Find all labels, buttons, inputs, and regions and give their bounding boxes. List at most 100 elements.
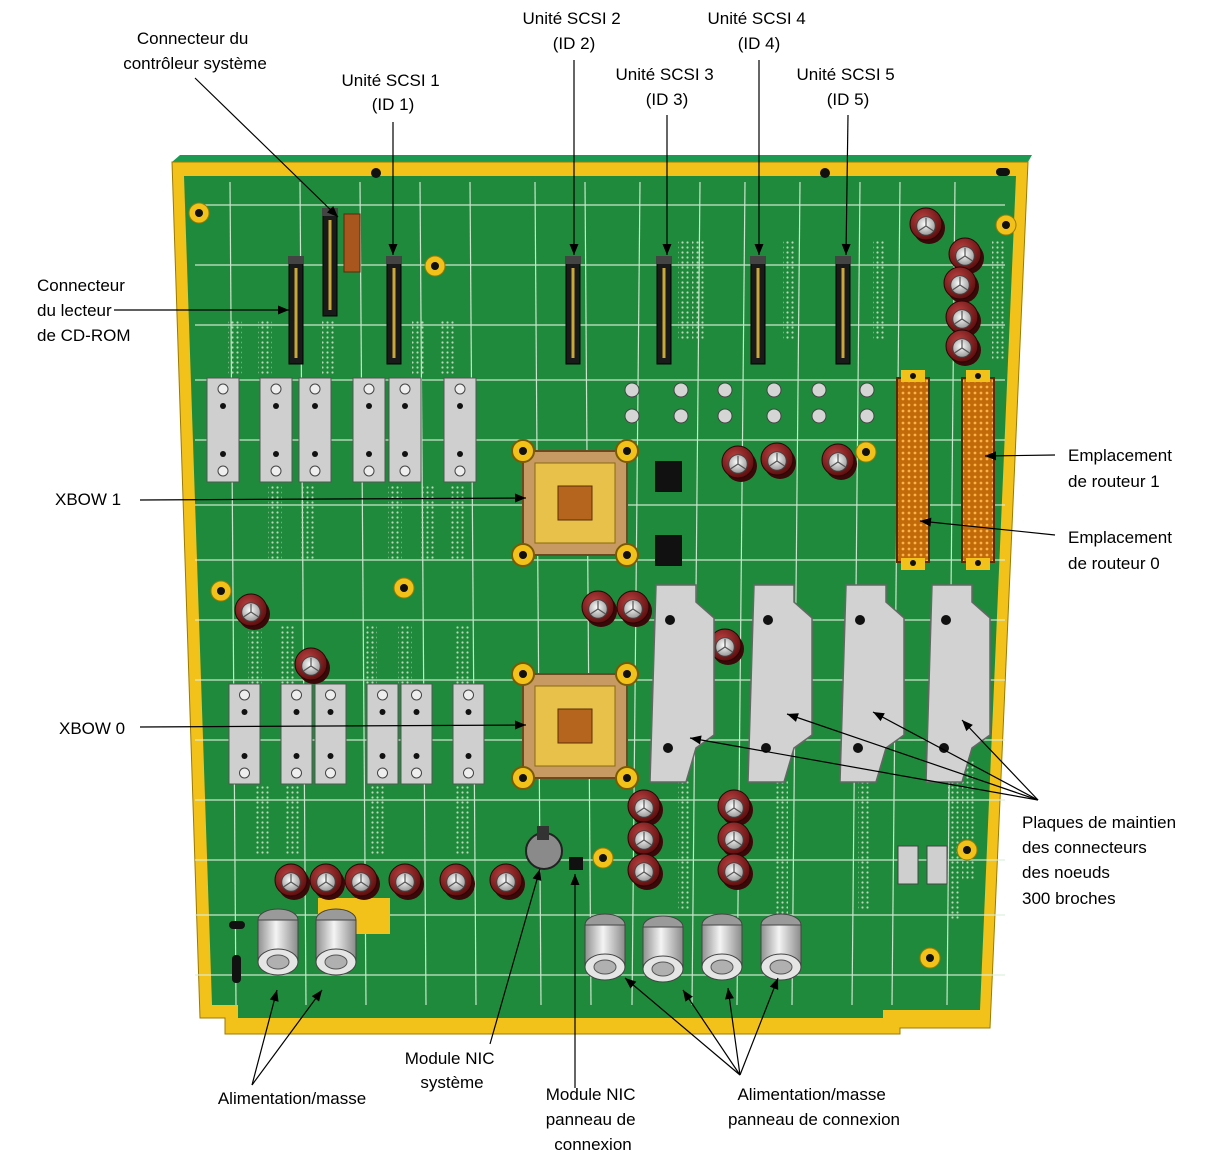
cdrom-connector xyxy=(288,256,304,365)
leader-scsi-1-arrow xyxy=(388,244,398,255)
dimm-bracket-lower xyxy=(314,683,347,785)
chip xyxy=(655,535,682,566)
screw-icon xyxy=(463,767,474,779)
capacitor xyxy=(717,853,753,890)
capacitor xyxy=(439,863,475,900)
leader-router-1-arrow xyxy=(985,451,997,461)
screw-icon xyxy=(309,383,321,395)
power-ground-post xyxy=(315,908,357,976)
scsi-2-connector xyxy=(565,256,581,365)
leader-xbow-1 xyxy=(139,497,527,501)
dimm-bracket-upper xyxy=(388,377,422,483)
dimm-bracket-upper xyxy=(352,377,386,483)
screw-icon xyxy=(399,383,411,395)
capacitor xyxy=(627,821,663,858)
panel-power-ground-post xyxy=(642,915,684,983)
leader-panel-power-2-arrow xyxy=(683,990,693,1002)
terminal-block xyxy=(926,845,948,885)
dimm-bracket-lower xyxy=(228,683,261,785)
capacitor xyxy=(309,863,345,900)
capacitor xyxy=(945,329,981,366)
leader-nic-system-arrow xyxy=(532,869,542,881)
scsi-1-connector xyxy=(386,256,402,365)
router-slot-1 xyxy=(961,370,995,570)
screw-icon xyxy=(377,689,388,701)
leader-panel-power-2 xyxy=(682,989,741,1076)
router-slot-0 xyxy=(896,370,930,570)
mounting-slot xyxy=(996,168,1010,176)
label-system-controller: Connecteur du contrôleur système xyxy=(123,29,267,73)
panel-power-ground-post xyxy=(701,913,743,981)
capacitor xyxy=(943,266,979,303)
leader-router-1 xyxy=(984,454,1056,457)
screw-icon xyxy=(454,465,466,477)
leader-scsi-5 xyxy=(845,114,849,256)
leader-router-0-arrow xyxy=(920,517,932,527)
leader-plate-4 xyxy=(961,719,1039,801)
callout-labels: Connecteur du contrôleur système Unité S… xyxy=(37,9,1181,1154)
capacitor xyxy=(388,863,424,900)
panel-power-ground-post xyxy=(760,913,802,981)
label-nic-system: Module NIC système xyxy=(405,1049,500,1092)
screw-icon xyxy=(309,465,321,477)
leader-scsi-5-arrow xyxy=(841,243,851,255)
capacitor xyxy=(721,445,757,482)
leader-plate-1-arrow xyxy=(690,735,702,745)
system-controller-connector-a xyxy=(322,208,338,317)
capacitor xyxy=(945,300,981,337)
dimm-bracket-upper xyxy=(443,377,477,483)
screw-icon xyxy=(270,383,282,395)
scsi-5-connector xyxy=(835,256,851,365)
leader-power-ground-1-arrow xyxy=(269,990,279,1002)
capacitor xyxy=(708,628,744,665)
leader-panel-power-1 xyxy=(624,977,741,1076)
leader-nic-panel-arrow xyxy=(570,874,580,885)
leader-scsi-3-arrow xyxy=(662,244,672,255)
dimm-bracket-lower xyxy=(366,683,399,785)
screw-icon xyxy=(270,465,282,477)
screw-icon xyxy=(239,689,250,701)
capacitor xyxy=(909,207,945,244)
label-power-ground-panel: Alimentation/masse panneau de connexion xyxy=(728,1085,900,1129)
system-controller-connector xyxy=(343,213,361,273)
screw-icon xyxy=(717,382,733,398)
leader-cdrom-arrow xyxy=(278,305,289,315)
panel-power-ground-post xyxy=(584,913,626,981)
leader-power-ground-2 xyxy=(251,989,323,1086)
label-retention-plates: Plaques de maintien des connecteurs des … xyxy=(1022,813,1181,908)
nic-panel-module xyxy=(569,857,583,870)
mounting-slot xyxy=(232,955,241,983)
screw-icon xyxy=(325,689,336,701)
screw-icon xyxy=(624,382,640,398)
screw-icon xyxy=(766,408,782,424)
label-xbow-0: XBOW 0 xyxy=(59,719,125,738)
leader-xbow-0-arrow xyxy=(514,720,526,730)
dimm-bracket-lower xyxy=(452,683,485,785)
capacitor xyxy=(627,789,663,826)
screw-icon xyxy=(239,767,250,779)
retention-plate-1 xyxy=(649,584,715,783)
screw-icon xyxy=(766,382,782,398)
leader-system-controller xyxy=(194,77,339,218)
dimm-bracket-upper xyxy=(206,377,240,483)
capacitor xyxy=(717,789,753,826)
capacitor xyxy=(627,853,663,890)
leader-system-controller-arrow xyxy=(326,206,338,217)
leader-panel-power-3-arrow xyxy=(725,988,734,1000)
scsi-3-connector xyxy=(656,256,672,365)
leader-router-0 xyxy=(919,520,1056,536)
label-power-ground: Alimentation/masse xyxy=(218,1089,366,1108)
screw-icon xyxy=(811,382,827,398)
label-router-slot-1: Emplacement de routeur 1 xyxy=(1068,446,1177,491)
screw-icon xyxy=(463,689,474,701)
dimm-bracket-upper xyxy=(259,377,293,483)
leader-xbow-1-arrow xyxy=(514,493,526,503)
label-scsi-4: Unité SCSI 4 (ID 4) xyxy=(708,9,811,53)
leader-plate-4-arrow xyxy=(962,720,973,732)
leader-plate-2 xyxy=(786,713,1039,801)
screw-icon xyxy=(859,408,875,424)
capacitor xyxy=(821,443,857,480)
label-router-slot-0: Emplacement de routeur 0 xyxy=(1068,528,1177,573)
board-components xyxy=(188,168,1017,983)
